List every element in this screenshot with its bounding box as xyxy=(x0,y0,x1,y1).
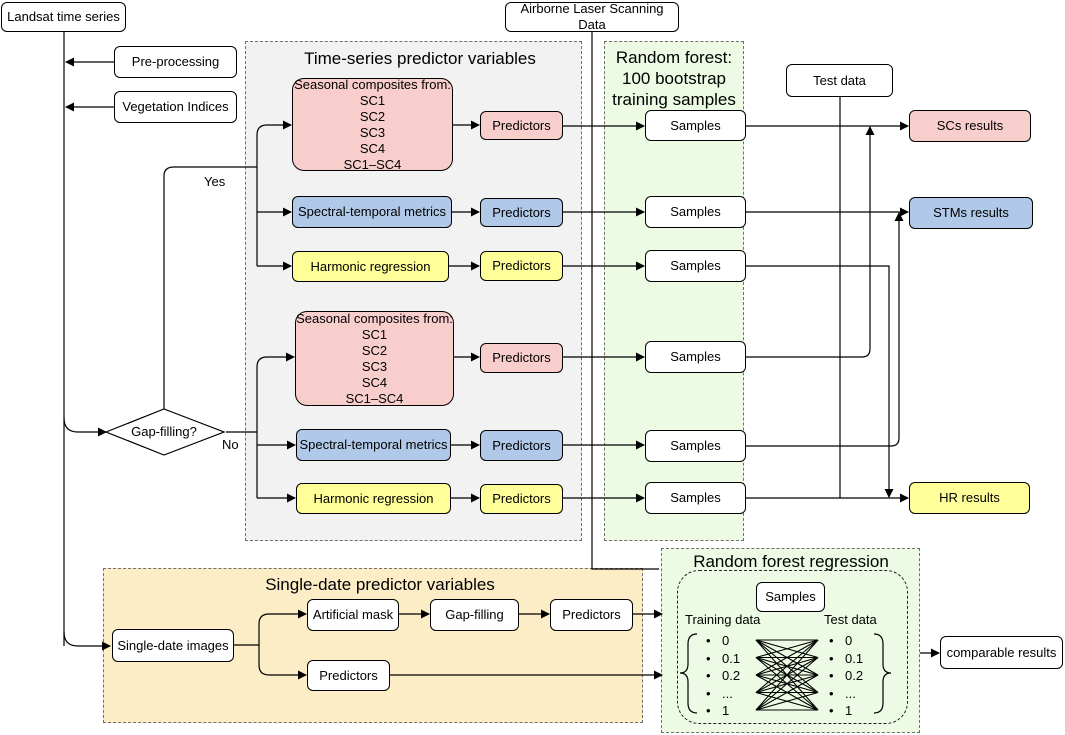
mapping-line xyxy=(755,639,819,659)
samples-stm-yes[interactable]: Samples xyxy=(645,196,746,228)
mapping-line xyxy=(755,657,819,711)
scs-results-box[interactable]: SCs results xyxy=(909,110,1031,142)
predictors-stm-yes[interactable]: Predictors xyxy=(480,198,563,227)
test-data-list: 0 0.1 0.2 ... 1 xyxy=(829,632,863,720)
training-left-brace xyxy=(679,633,698,714)
single-date-images-box[interactable]: Single-date images xyxy=(112,629,234,662)
training-data-label: Training data xyxy=(685,612,761,627)
test-value: ... xyxy=(829,685,863,703)
mapping-line xyxy=(755,674,819,711)
predictors-sc-yes[interactable]: Predictors xyxy=(480,111,563,140)
predictors-hr-yes[interactable]: Predictors xyxy=(480,251,563,281)
predictors-sc-no[interactable]: Predictors xyxy=(480,343,563,373)
test-value: 1 xyxy=(829,702,863,720)
rf-regression-title: Random forest regression xyxy=(693,552,889,571)
pre-processing-box[interactable]: Pre-processing xyxy=(114,46,237,78)
airborne-laser-scanning-box[interactable]: Airborne Laser Scanning Data xyxy=(505,1,679,32)
predictors-stm-no[interactable]: Predictors xyxy=(480,430,563,461)
gap-filling-diamond xyxy=(104,408,226,456)
mapping-line xyxy=(755,639,819,711)
data-mapping-lines xyxy=(755,639,819,711)
single-date-gap-filling-box[interactable]: Gap-filling xyxy=(430,599,519,631)
mapping-line xyxy=(755,691,819,711)
artificial-mask-box[interactable]: Artificial mask xyxy=(307,599,399,631)
training-data-list: 0 0.1 0.2 ... 1 xyxy=(706,632,740,720)
single-date-predictors-box[interactable]: Predictors xyxy=(550,599,633,631)
time-series-title: Time-series predictor variables xyxy=(304,49,536,68)
spectral-temporal-metrics-yes-box[interactable]: Spectral-temporal metrics xyxy=(292,196,452,228)
samples-sc-no[interactable]: Samples xyxy=(645,341,746,373)
gap-filling-label: Gap-filling? xyxy=(131,424,197,439)
hr-results-box[interactable]: HR results xyxy=(909,482,1030,514)
harmonic-regression-yes-box[interactable]: Harmonic regression xyxy=(292,251,449,282)
training-value: 1 xyxy=(706,702,740,720)
vegetation-indices-box[interactable]: Vegetation Indices xyxy=(114,91,237,123)
harmonic-regression-no-box[interactable]: Harmonic regression xyxy=(296,483,451,514)
seasonal-composites-yes-box[interactable]: Seasonal composites from: SC1 SC2 SC3 SC… xyxy=(292,77,453,172)
seasonal-composites-no-box[interactable]: Seasonal composites from: SC1 SC2 SC3 SC… xyxy=(295,310,454,406)
rf-regression-inner xyxy=(677,570,908,724)
predictors-hr-no[interactable]: Predictors xyxy=(480,484,563,514)
test-data-box[interactable]: Test data xyxy=(786,64,893,97)
test-value: 0 xyxy=(829,632,863,650)
training-value: ... xyxy=(706,685,740,703)
single-date-predictors-direct-box[interactable]: Predictors xyxy=(307,660,390,691)
samples-stm-no[interactable]: Samples xyxy=(645,430,746,462)
mapping-line xyxy=(755,639,819,693)
comparable-results-box[interactable]: comparable results xyxy=(940,636,1063,669)
test-data-label: Test data xyxy=(824,612,877,627)
stms-results-box[interactable]: STMs results xyxy=(909,197,1033,229)
test-right-brace xyxy=(873,633,892,714)
samples-hr-yes[interactable]: Samples xyxy=(645,250,746,282)
yes-label: Yes xyxy=(204,174,226,189)
test-value: 0.2 xyxy=(829,667,863,685)
landsat-time-series-box[interactable]: Landsat time series xyxy=(1,2,126,32)
training-value: 0.2 xyxy=(706,667,740,685)
samples-sc-yes[interactable]: Samples xyxy=(645,110,746,141)
rfr-samples-box[interactable]: Samples xyxy=(756,582,825,612)
test-value: 0.1 xyxy=(829,650,863,668)
mapping-line xyxy=(755,639,819,676)
samples-hr-no[interactable]: Samples xyxy=(645,482,746,514)
no-label: No xyxy=(222,437,239,452)
training-value: 0.1 xyxy=(706,650,740,668)
spectral-temporal-metrics-no-box[interactable]: Spectral-temporal metrics xyxy=(296,429,451,461)
single-date-title: Single-date predictor variables xyxy=(265,575,495,594)
training-value: 0 xyxy=(706,632,740,650)
random-forest-title: Random forest: 100 bootstrap training sa… xyxy=(612,48,736,109)
